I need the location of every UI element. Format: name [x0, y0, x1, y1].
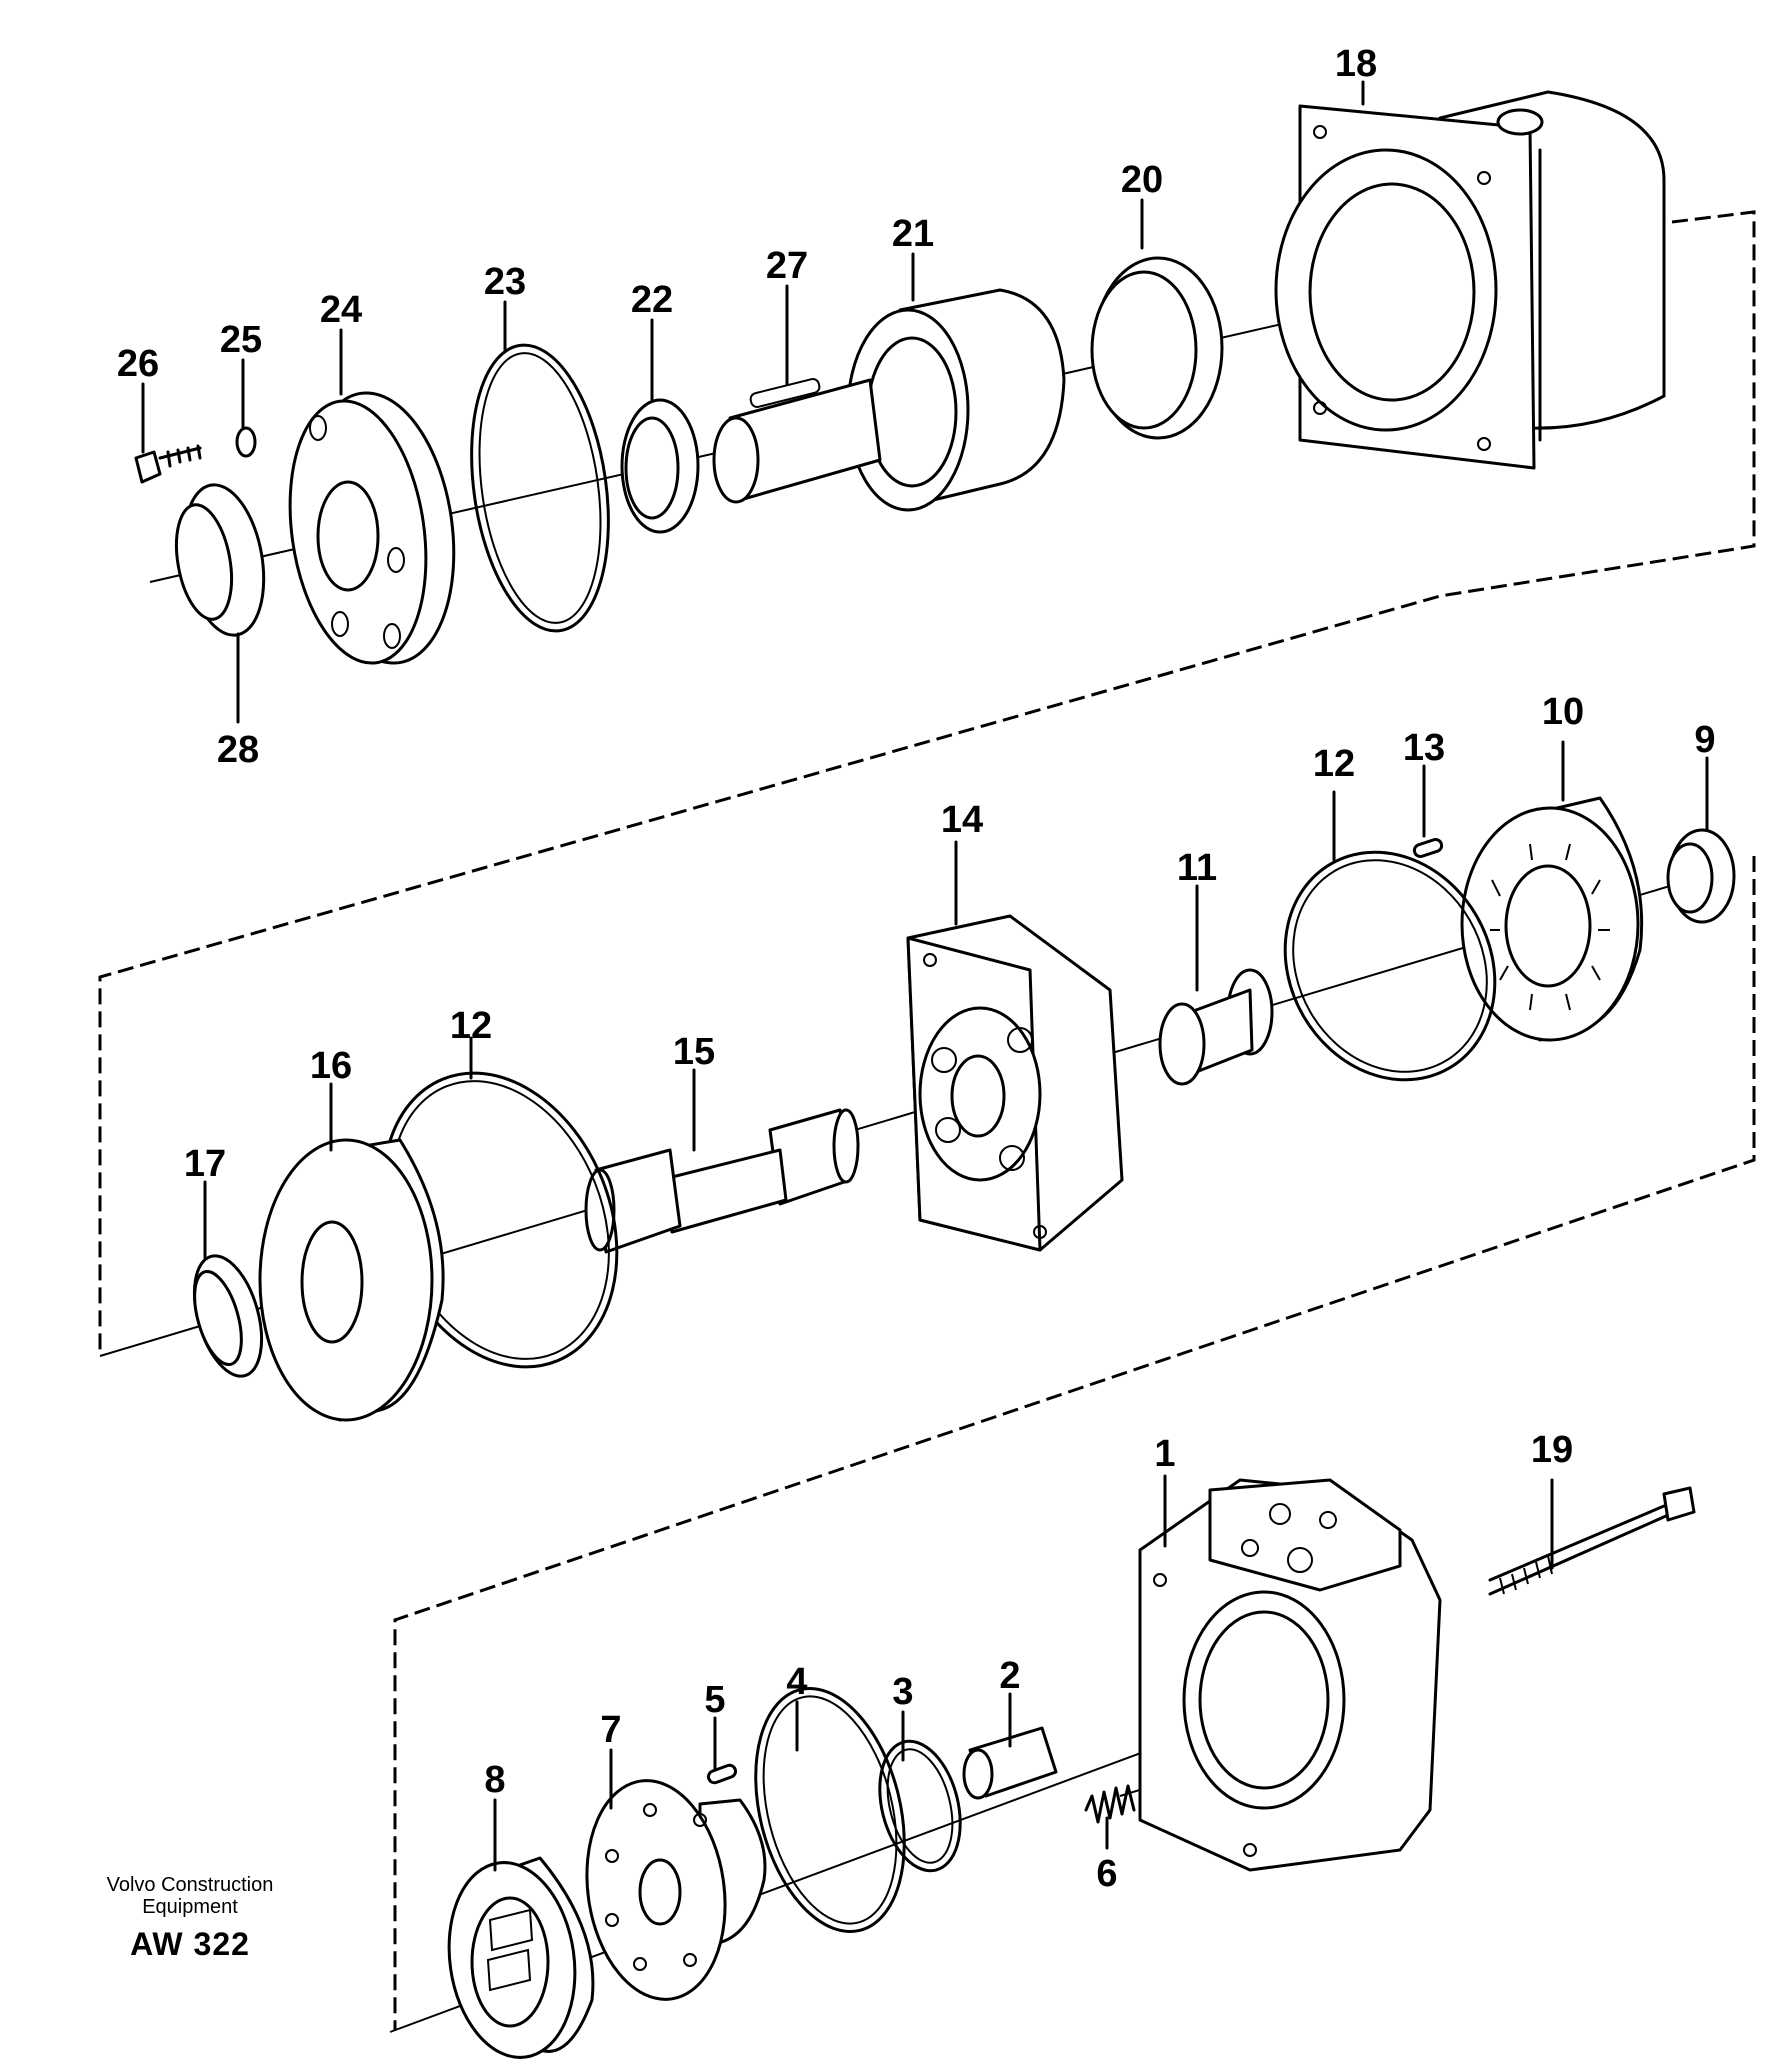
label-14: 14: [941, 799, 983, 841]
label-5: 5: [704, 1679, 725, 1721]
label-7: 7: [600, 1709, 621, 1751]
label-27: 27: [766, 245, 808, 287]
label-10: 10: [1542, 691, 1584, 733]
part-27-shaft: [712, 378, 882, 504]
part-1-housing: [1138, 1478, 1442, 1872]
part-23-oring: [470, 343, 610, 633]
part-22-seal: [620, 398, 700, 534]
part-14-gearset: [906, 914, 1124, 1252]
part-4-oring: [754, 1686, 906, 1934]
leader-lines: [141, 80, 1709, 1872]
part-12-oring-upper: [1283, 850, 1497, 1082]
part-28-seal: [174, 483, 266, 637]
label-6: 6: [1096, 1853, 1117, 1895]
part-20-ring: [1090, 256, 1224, 440]
label-13: 13: [1403, 727, 1445, 769]
part-15-shaft: [584, 1108, 860, 1254]
label-8: 8: [484, 1759, 505, 1801]
label-15: 15: [673, 1031, 715, 1073]
label-2: 2: [999, 1655, 1020, 1697]
part-8-cap: [447, 1856, 595, 2059]
label-11: 11: [1177, 847, 1217, 889]
part-18-housing: [1274, 90, 1666, 470]
label-20: 20: [1121, 159, 1163, 201]
drawing-code: AW 322: [130, 1926, 250, 1962]
part-labels: 18 20 21 27 22 23 24 25 26 28 10 9 13 12…: [117, 43, 1716, 1895]
part-13-pin: [1412, 838, 1444, 858]
company-caption: Volvo Construction Equipment: [106, 1874, 274, 1918]
label-16: 16: [310, 1045, 352, 1087]
label-21: 21: [892, 213, 934, 255]
group-frames: [98, 210, 1756, 2030]
label-12-upper: 12: [1313, 743, 1355, 785]
label-12-lower: 12: [450, 1005, 492, 1047]
part-9-seal: [1666, 828, 1736, 924]
part-11-coupling: [1158, 968, 1274, 1086]
label-1: 1: [1154, 1433, 1175, 1475]
label-23: 23: [484, 261, 526, 303]
label-18: 18: [1335, 43, 1377, 85]
part-25-washer: [235, 426, 257, 458]
part-10-plate: [1460, 796, 1644, 1042]
part-24-cover: [288, 391, 456, 665]
part-6-spring: [1084, 1784, 1136, 1824]
label-4: 4: [786, 1661, 807, 1703]
part-17-seal: [192, 1254, 264, 1378]
label-9: 9: [1694, 719, 1715, 761]
part-7-flange: [585, 1779, 767, 2001]
label-26: 26: [117, 343, 159, 385]
part-2-piston: [962, 1726, 1058, 1800]
part-16-ring: [258, 1138, 445, 1422]
part-5-pin: [706, 1763, 738, 1785]
label-19: 19: [1531, 1429, 1573, 1471]
part-26-screw: [134, 444, 202, 484]
label-17: 17: [184, 1143, 226, 1185]
label-28: 28: [217, 729, 259, 771]
part-19-bolt: [1488, 1486, 1696, 1596]
label-22: 22: [631, 279, 673, 321]
label-3: 3: [892, 1671, 913, 1713]
label-25: 25: [220, 319, 262, 361]
label-24: 24: [320, 289, 362, 331]
part-21-bearing: [846, 288, 1066, 512]
